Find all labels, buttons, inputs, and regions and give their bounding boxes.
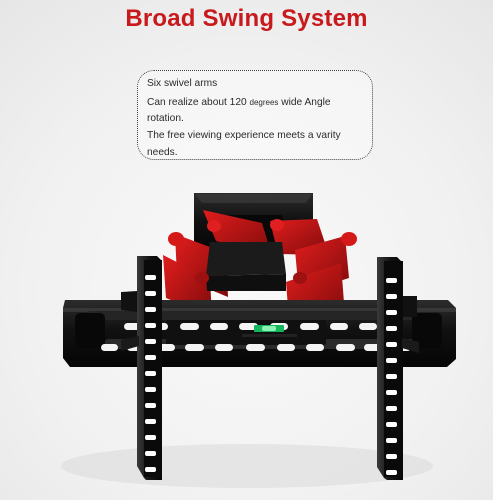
spec-line-angle-after: wide Angle (278, 97, 331, 108)
spec-line-viewing: The free viewing experience meets a vari… (147, 130, 341, 141)
spec-line-needs: needs. (147, 147, 178, 158)
left-vertical-bracket (137, 256, 162, 480)
spec-line-angle-before: Can realize about 120 (147, 97, 250, 108)
right-vertical-bracket (377, 257, 403, 480)
spec-line-rotation: rotation. (147, 113, 184, 124)
spec-callout-box (137, 70, 373, 160)
tv-mount-illustration (61, 193, 456, 488)
spec-line-swivel-arms: Six swivel arms (147, 78, 218, 89)
spec-line-angle-degrees: degrees (249, 98, 279, 107)
page-title: Broad Swing System (125, 5, 368, 32)
bracket-hooks (121, 291, 419, 353)
tv-mount-product-image (0, 180, 493, 500)
spec-line-angle: Can realize about 120 degrees wide Angle (147, 97, 331, 109)
